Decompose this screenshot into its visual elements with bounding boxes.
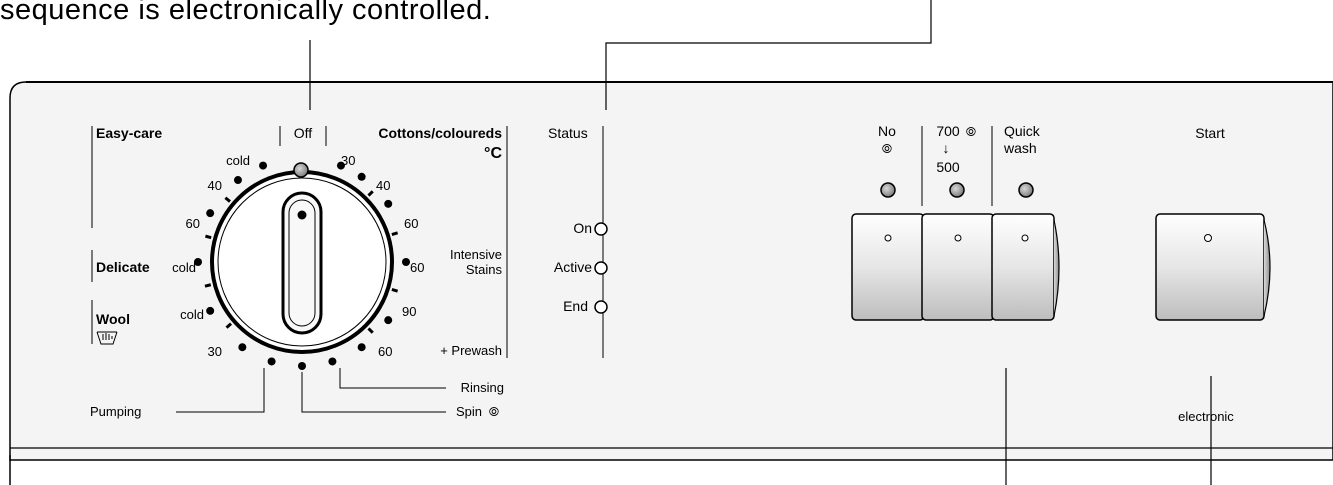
label-delicate: Delicate	[96, 259, 150, 275]
temp-60-left: 60	[186, 216, 200, 231]
quick-wash-button[interactable]	[991, 213, 1060, 321]
electronic-label: electronic	[1178, 409, 1234, 424]
status-end-light	[594, 300, 608, 314]
temp-40-left: 40	[208, 178, 222, 193]
intro-text: sequence is electronically controlled.	[0, 0, 492, 26]
dial-pointer-dot	[297, 210, 307, 220]
option-dividers	[921, 126, 993, 206]
dial-tick	[225, 322, 233, 329]
dial-tick	[204, 283, 212, 288]
label-cottons-coloureds: Cottons/coloureds	[378, 125, 502, 141]
status-end-label: End	[563, 298, 588, 314]
dial-position-dots	[194, 161, 410, 370]
temp-60-right-2: 60	[410, 260, 424, 275]
dial-tick	[224, 196, 231, 203]
no-spin-label: No	[878, 123, 896, 139]
spin-speed-indicator	[949, 182, 965, 198]
no-spin-icon: ⦾	[882, 141, 892, 156]
temp-60-prewash: 60	[378, 344, 392, 359]
quick-wash-line1: Quick	[1004, 123, 1041, 139]
handwash-icon	[96, 331, 118, 345]
temp-60-right-1: 60	[404, 216, 418, 231]
temp-cold-wool: cold	[180, 307, 204, 322]
dial-dot	[233, 176, 242, 185]
dial-tick	[391, 288, 399, 293]
dial-dot	[357, 343, 366, 352]
off-indicator-light	[293, 162, 309, 178]
spin-speed-icon: ⦾	[966, 124, 976, 139]
dial-dot	[328, 357, 337, 366]
temp-30-wool: 30	[208, 344, 222, 359]
dial-tick	[367, 327, 374, 334]
label-prewash: + Prewash	[440, 343, 502, 358]
label-degree-unit: °C	[484, 145, 502, 162]
dial-dot	[298, 362, 306, 370]
label-rinsing: Rinsing	[461, 380, 504, 395]
temp-40-right: 40	[376, 178, 390, 193]
panel-body	[9, 81, 1333, 485]
label-off: Off	[294, 125, 313, 141]
dial-tick	[205, 234, 212, 240]
status-on-label: On	[573, 220, 592, 236]
programme-dividers	[91, 126, 604, 358]
dial-tick	[367, 190, 374, 197]
start-label: Start	[1195, 125, 1225, 141]
start-button[interactable]	[1155, 213, 1271, 321]
label-easy-care: Easy-care	[96, 125, 162, 141]
spin-speed-top: 700	[936, 123, 960, 139]
dial-dot	[384, 316, 393, 325]
temp-90-right: 90	[402, 304, 416, 319]
quick-wash-line2: wash	[1003, 140, 1037, 156]
temp-cold-delicate: cold	[172, 260, 196, 275]
dial-dot	[194, 258, 202, 266]
dial-tick	[391, 231, 399, 236]
bottom-leaders	[176, 368, 446, 413]
callout-lines	[309, 0, 1212, 485]
spin-symbol-icon: ⦾	[489, 404, 499, 419]
dial-dot	[206, 209, 215, 218]
status-active-light	[594, 261, 608, 275]
label-stains: Stains	[466, 262, 503, 277]
label-spin: Spin	[456, 404, 482, 419]
programme-selector-dial[interactable]	[210, 170, 394, 354]
dial-dot	[357, 172, 366, 181]
dial-dot	[267, 357, 276, 366]
spin-speed-button[interactable]	[921, 213, 995, 321]
temp-cold-top: cold	[226, 153, 250, 168]
status-active-label: Active	[554, 259, 592, 275]
no-spin-button[interactable]	[851, 213, 925, 321]
status-label: Status	[548, 125, 588, 141]
label-wool: Wool	[96, 311, 130, 327]
dial-dot	[402, 258, 410, 266]
quick-wash-indicator	[1018, 182, 1034, 198]
dial-dot	[384, 199, 393, 208]
status-on-light	[594, 222, 608, 236]
spin-speed-arrow-icon: ↓	[943, 140, 950, 156]
no-spin-indicator	[880, 182, 896, 198]
dial-knob-grip[interactable]	[281, 191, 323, 335]
dial-dot	[206, 306, 215, 315]
dial-dot	[238, 343, 247, 352]
spin-speed-bottom: 500	[936, 159, 960, 175]
dial-dot	[336, 161, 345, 170]
label-intensive: Intensive	[450, 247, 502, 262]
label-pumping: Pumping	[90, 404, 141, 419]
dial-dot	[259, 161, 268, 170]
